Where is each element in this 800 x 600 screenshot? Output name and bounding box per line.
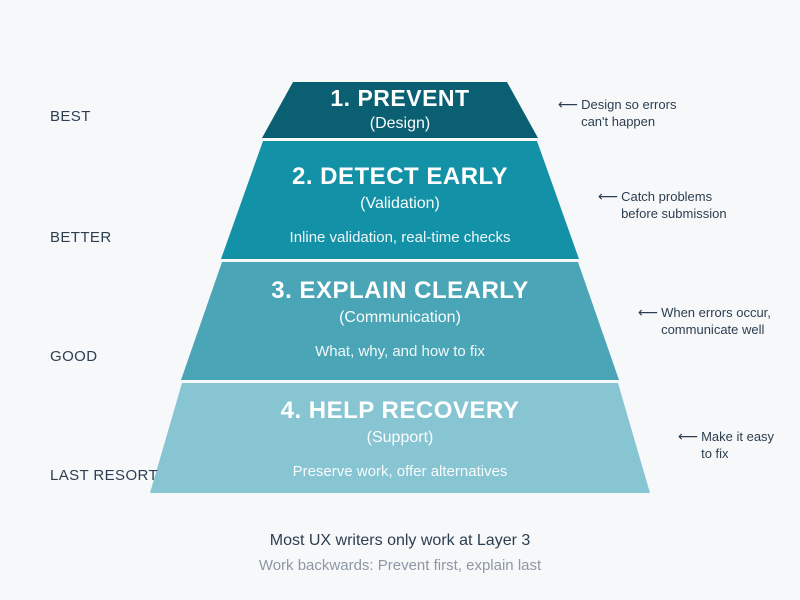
annotation-layer-1: ⟵ Design so errors can't happen — [558, 96, 676, 130]
layer-2-text-group: 2. DETECT EARLY (Validation) Inline vali… — [0, 162, 800, 248]
pyramid-layer-1-shape — [262, 82, 538, 138]
layer-3-title: 3. EXPLAIN CLEARLY — [271, 277, 529, 304]
annotation-1-line-1: Design so errors — [581, 97, 677, 112]
layer-4-description: Preserve work, offer alternatives — [292, 463, 508, 480]
layer-2-subtitle: (Validation) — [360, 195, 440, 212]
left-arrow-icon: ⟵ — [558, 96, 579, 112]
annotation-layer-3: ⟵ When errors occur, communicate well — [638, 304, 771, 338]
rank-label-best: BEST — [50, 108, 91, 125]
layer-4-title: 4. HELP RECOVERY — [280, 397, 520, 424]
annotation-3-line-1: When errors occur, — [661, 305, 771, 320]
rank-label-better: BETTER — [50, 229, 112, 246]
annotation-layer-3-text: When errors occur, communicate well — [661, 304, 771, 338]
layer-1-title: 1. PREVENT — [330, 85, 470, 111]
footer-note-primary: Most UX writers only work at Layer 3 — [269, 532, 531, 549]
pyramid-layer-4-shape — [150, 383, 650, 493]
annotation-3-line-2: communicate well — [661, 322, 765, 337]
layer-3-text-group: 3. EXPLAIN CLEARLY (Communication) What,… — [0, 276, 800, 362]
annotation-4-line-1: Make it easy — [701, 429, 775, 444]
annotation-layer-2-text: Catch problems before submission — [621, 188, 727, 222]
annotation-layer-4-text: Make it easy to fix — [701, 428, 774, 462]
layer-3-subtitle: (Communication) — [339, 309, 461, 326]
pyramid-layer-2-shape — [221, 141, 579, 259]
layer-1-text-group: 1. PREVENT (Design) — [0, 84, 800, 134]
layer-4-text-group: 4. HELP RECOVERY (Support) Preserve work… — [0, 396, 800, 482]
annotation-4-line-2: to fix — [701, 446, 729, 461]
left-arrow-icon: ⟵ — [598, 188, 619, 204]
left-arrow-icon: ⟵ — [638, 304, 659, 320]
rank-label-good: GOOD — [50, 348, 98, 365]
layer-4-subtitle: (Support) — [366, 429, 434, 446]
rank-label-last-resort: LAST RESORT — [50, 467, 159, 484]
annotation-2-line-2: before submission — [621, 206, 727, 221]
pyramid-layer-3-shape — [181, 262, 619, 380]
annotation-layer-1-text: Design so errors can't happen — [581, 96, 676, 130]
layer-2-description: Inline validation, real-time checks — [289, 229, 511, 246]
annotation-2-line-1: Catch problems — [621, 189, 713, 204]
layer-3-description: What, why, and how to fix — [315, 343, 485, 360]
layer-1-subtitle: (Design) — [369, 115, 431, 132]
annotation-layer-4: ⟵ Make it easy to fix — [678, 428, 774, 462]
footer-note-secondary: Work backwards: Prevent first, explain l… — [258, 557, 542, 574]
layer-2-title: 2. DETECT EARLY — [292, 163, 508, 190]
annotation-layer-2: ⟵ Catch problems before submission — [598, 188, 727, 222]
left-arrow-icon: ⟵ — [678, 428, 699, 444]
annotation-1-line-2: can't happen — [581, 114, 656, 129]
